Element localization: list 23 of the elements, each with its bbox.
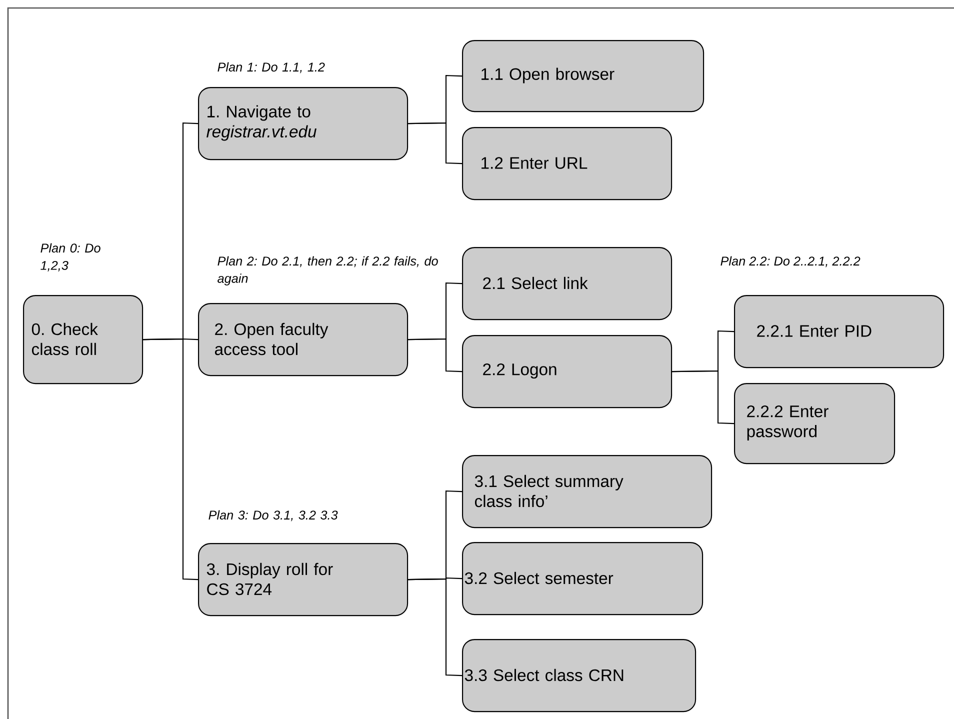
- task-box: 1.1 Open browser: [462, 40, 704, 112]
- task-box: 3. Display roll for CS 3724: [198, 543, 408, 616]
- plan-note: Plan 1: Do 1.1, 1.2: [218, 62, 325, 74]
- plan-note: Plan 2: Do 2.1, then 2.2; if 2.2 fails, do again: [218, 256, 438, 286]
- task-box: 2.2 Logon: [462, 335, 672, 408]
- plan-note: Plan 3: Do 3.1, 3.2 3.3: [208, 510, 338, 522]
- task-box: 3.1 Select summary class info’: [462, 455, 712, 528]
- task-box: 3.3 Select class CRN: [462, 639, 696, 712]
- plan-note: Plan 0: Do 1,2,3: [40, 243, 100, 272]
- tree-connector: [408, 578, 462, 676]
- tree-connector: [408, 122, 462, 164]
- task-box: 2.2.2 Enter password: [734, 383, 896, 464]
- task-box: 1.2 Enter URL: [462, 127, 672, 200]
- tree-connector: [143, 338, 198, 580]
- task-box: 2.2.1 Enter PID: [734, 295, 944, 368]
- tree-connector: [408, 338, 462, 372]
- tree-connector: [672, 370, 734, 424]
- task-box: 2. Open faculty access tool: [198, 303, 408, 376]
- task-box: 2.1 Select link: [462, 247, 672, 320]
- task-box: 3.2 Select semester: [462, 542, 704, 616]
- plan-note: Plan 2.2: Do 2..2.1, 2.2.2: [720, 256, 860, 268]
- task-box: 0. Check class roll: [23, 295, 144, 384]
- task-box: 1. Navigate to registrar.vt.edu: [198, 87, 408, 160]
